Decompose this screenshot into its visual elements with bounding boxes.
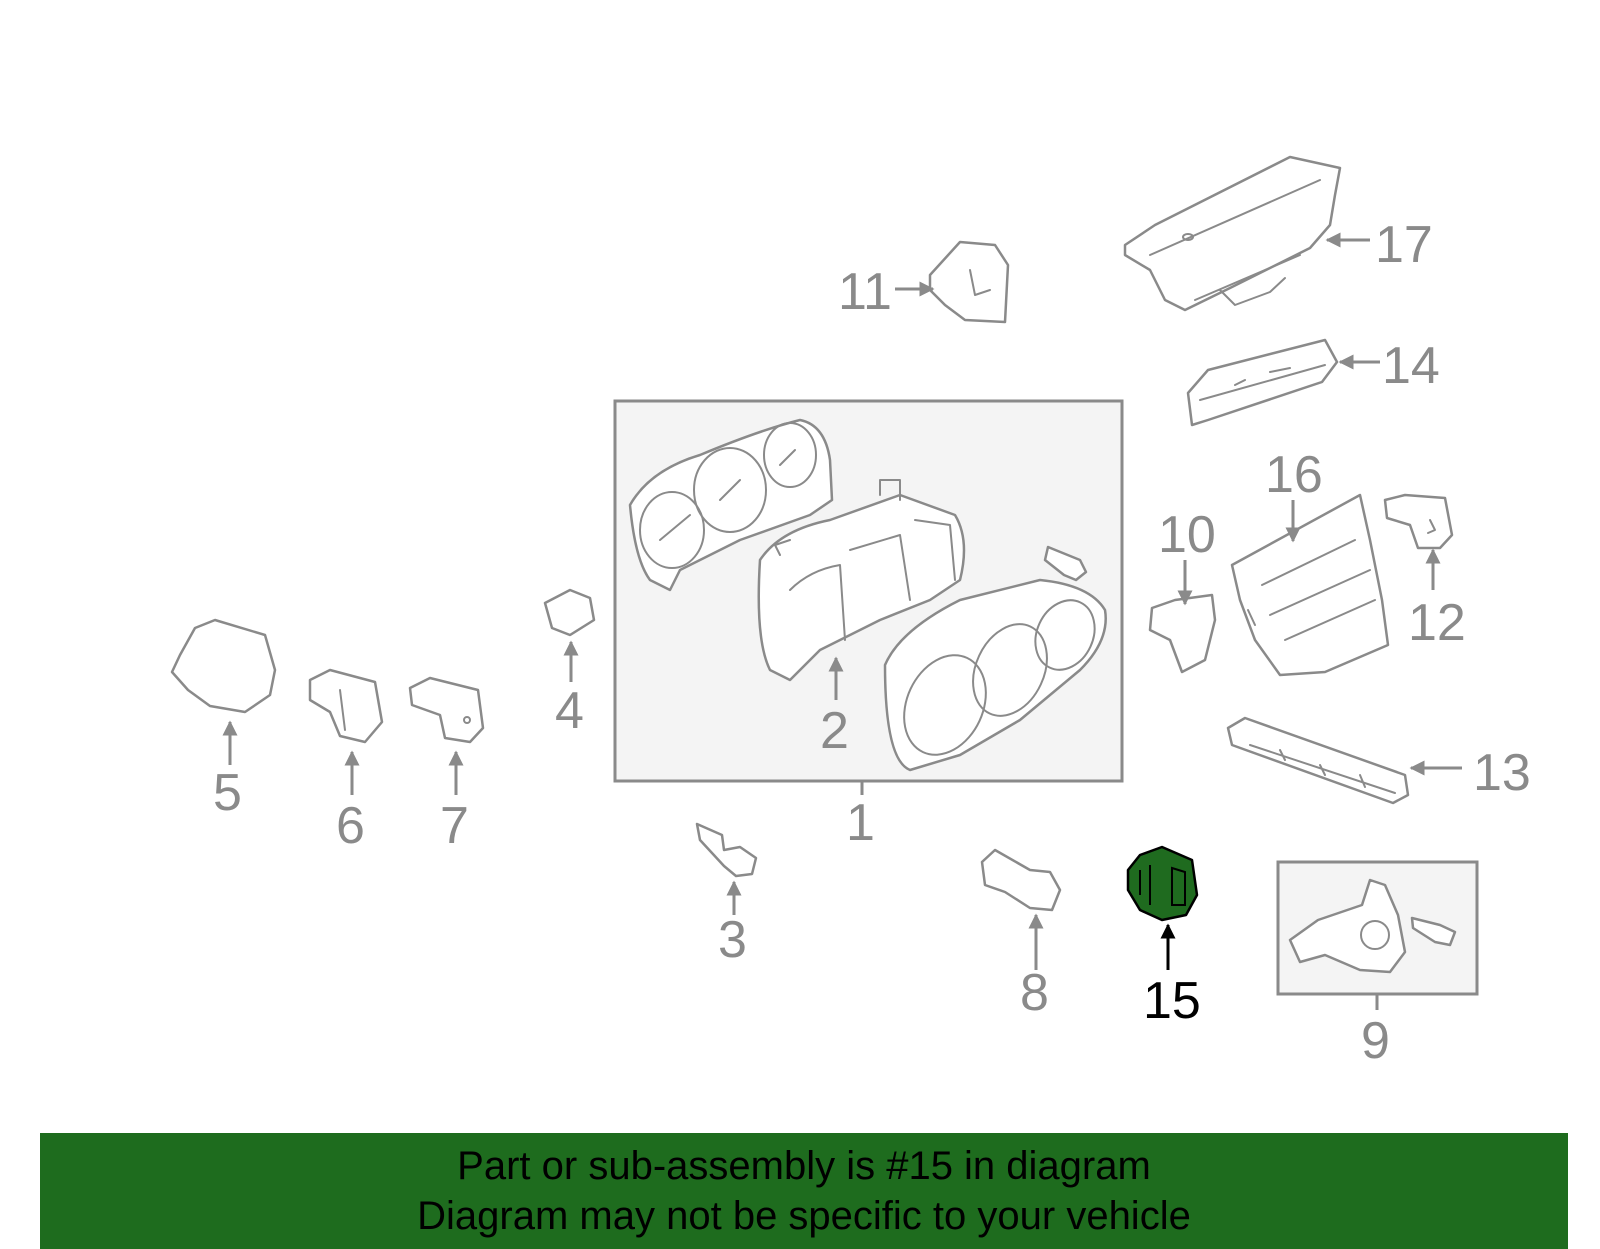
cluster-lens-part [757,479,966,682]
label-2: 2 [820,702,849,760]
label-17: 17 [1375,216,1433,274]
gauge-face-part [628,418,834,592]
label-7: 7 [440,797,469,855]
label-15: 15 [1143,972,1201,1030]
part-15-selected-switch[interactable] [1126,845,1199,922]
part-10-knob[interactable] [1148,593,1217,674]
label-16: 16 [1265,446,1323,504]
part-12-switch[interactable] [1383,493,1454,550]
label-6: 6 [336,797,365,855]
part-8-bulb-socket[interactable] [980,848,1062,912]
part-14-control-unit[interactable] [1186,338,1339,427]
label-12: 12 [1408,594,1466,652]
banner-line-part-number: Part or sub-assembly is #15 in diagram [457,1144,1151,1188]
screw-inside-box [1043,545,1088,582]
part-16-bezel[interactable] [1230,493,1390,677]
label-10: 10 [1158,506,1216,564]
cluster-housing-part [883,578,1107,772]
instrument-cluster-assembly[interactable] [613,399,1124,783]
part-3-bolt[interactable] [695,822,758,878]
label-1: 1 [846,794,875,852]
info-banner: Part or sub-assembly is #15 in diagram D… [40,1133,1568,1249]
part-5-buzzer[interactable] [170,618,277,714]
label-13: 13 [1473,744,1531,802]
banner-line-disclaimer: Diagram may not be specific to your vehi… [417,1194,1191,1238]
label-8: 8 [1020,964,1049,1022]
label-4: 4 [555,682,584,740]
label-9: 9 [1361,1012,1390,1070]
part-17-display-unit[interactable] [1123,155,1342,312]
part-7-switch[interactable] [408,676,485,744]
part-4-clip[interactable] [543,588,596,637]
label-3: 3 [718,911,747,969]
label-5: 5 [213,764,242,822]
part-13-switch-panel[interactable] [1226,716,1410,805]
part-9-bracket-assembly[interactable] [1276,860,1479,996]
label-11: 11 [838,263,892,321]
label-14: 14 [1382,337,1440,395]
part-11-cover[interactable] [928,240,1010,324]
part-6-switch[interactable] [308,668,384,744]
